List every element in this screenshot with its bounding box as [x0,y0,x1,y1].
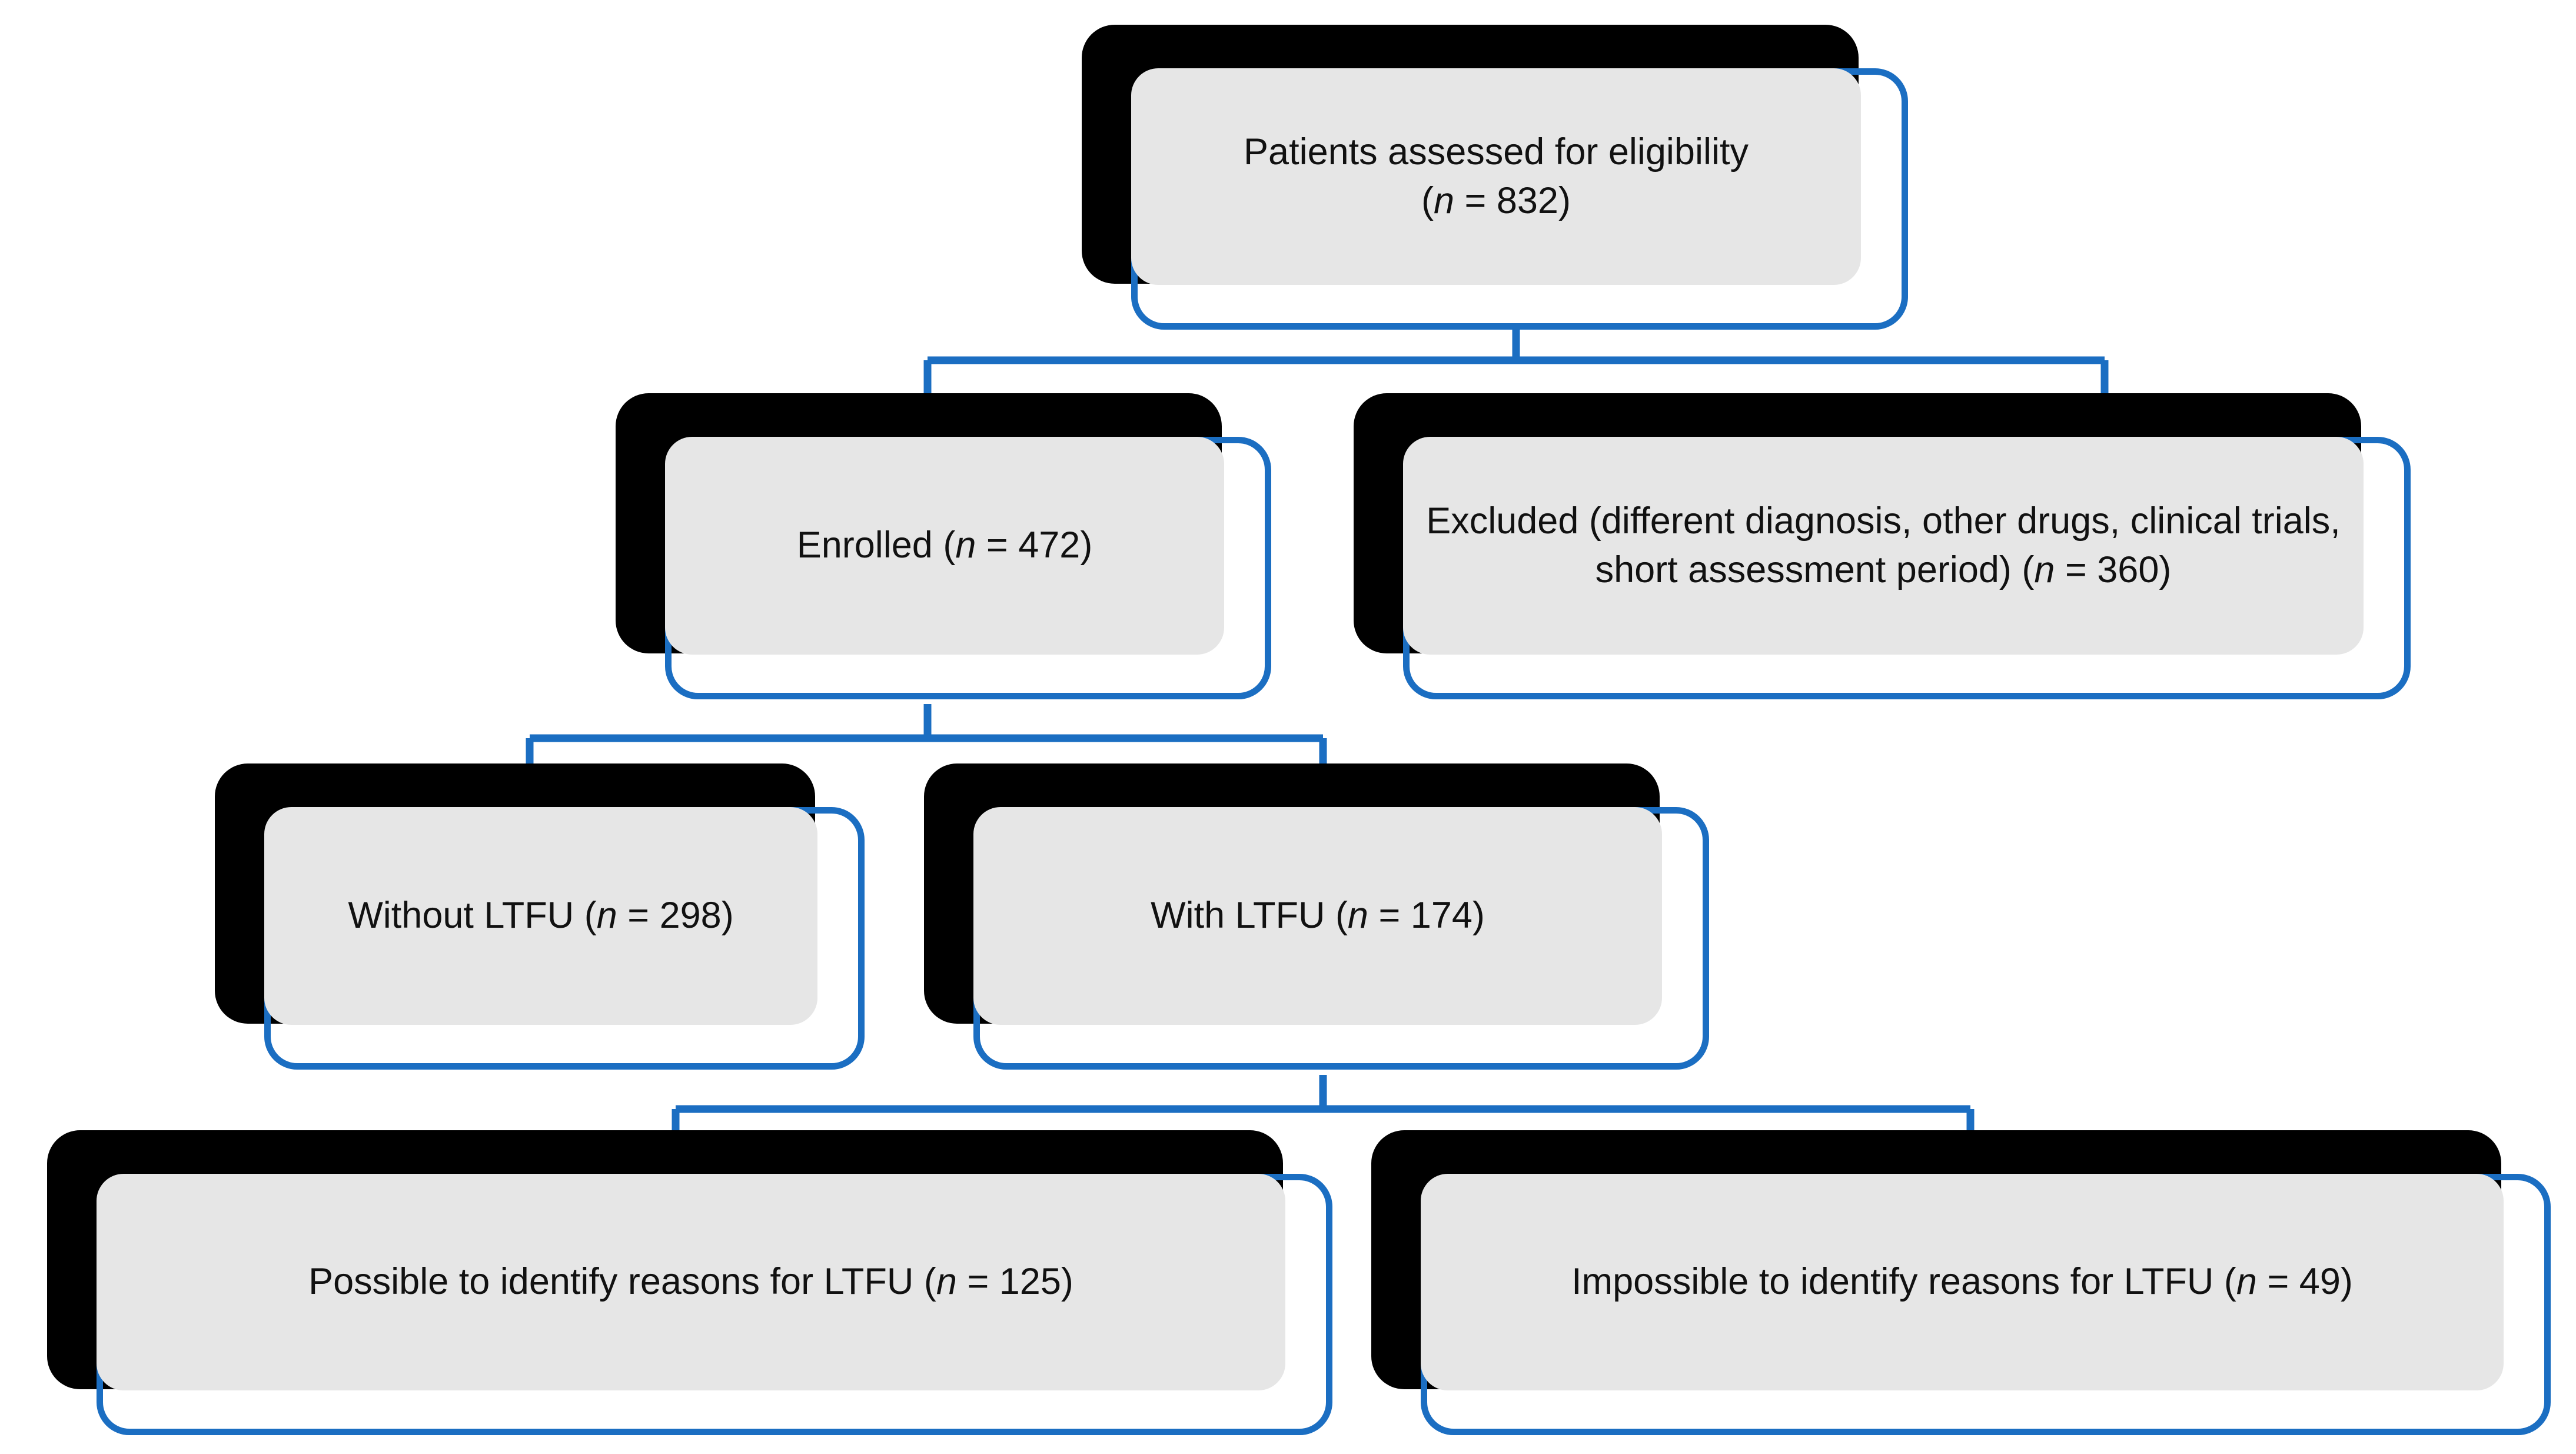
node-excluded[interactable]: Excluded (different diagnosis, other dru… [1354,393,2413,705]
node-impossible-reasons[interactable]: Impossible to identify reasons for LTFU … [1371,1130,2554,1439]
node-plate: With LTFU (n = 174) [973,807,1662,1025]
node-label-without-ltfu: Without LTFU (n = 298) [348,895,734,937]
node-without-ltfu[interactable]: Without LTFU (n = 298) [215,763,868,1075]
node-with-ltfu[interactable]: With LTFU (n = 174) [924,763,1713,1075]
node-plate: Patients assessed for eligibility(n = 83… [1131,68,1861,285]
node-label-with-ltfu: With LTFU (n = 174) [1151,895,1485,937]
node-plate: Impossible to identify reasons for LTFU … [1421,1174,2504,1390]
node-possible-reasons[interactable]: Possible to identify reasons for LTFU (n… [47,1130,1336,1439]
node-plate: Without LTFU (n = 298) [264,807,817,1025]
node-label-excluded: Excluded (different diagnosis, other dru… [1426,500,2341,590]
node-label-impossible-reasons: Impossible to identify reasons for LTFU … [1571,1261,2353,1303]
node-plate: Possible to identify reasons for LTFU (n… [97,1174,1285,1390]
node-enrolled[interactable]: Enrolled (n = 472) [616,393,1275,705]
node-label-enrolled: Enrolled (n = 472) [796,524,1093,566]
node-label-patients-assessed: Patients assessed for eligibility(n = 83… [1244,131,1749,221]
node-plate: Enrolled (n = 472) [665,437,1224,655]
node-patients-assessed[interactable]: Patients assessed for eligibility(n = 83… [1082,25,1912,332]
node-plate: Excluded (different diagnosis, other dru… [1403,437,2364,655]
node-label-possible-reasons: Possible to identify reasons for LTFU (n… [308,1261,1073,1303]
